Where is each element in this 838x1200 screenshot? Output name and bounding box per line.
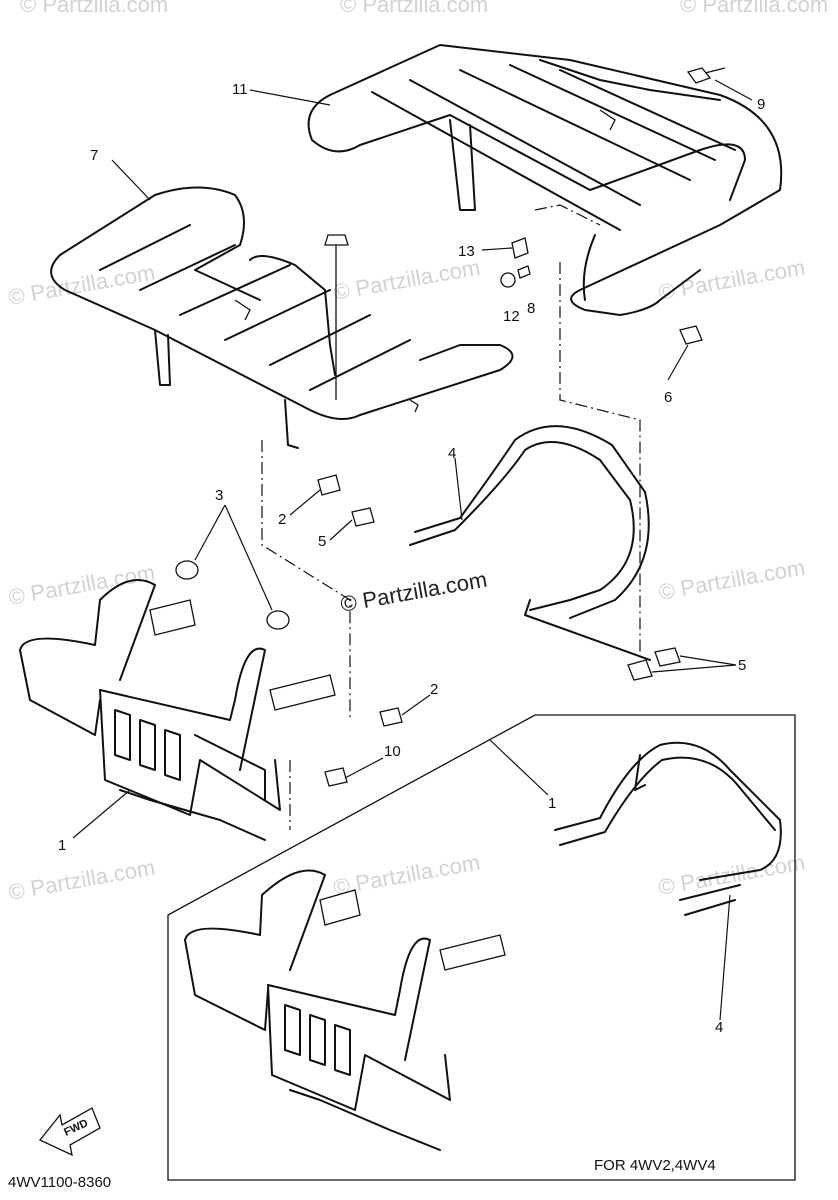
callout-2-lower: 2 bbox=[430, 681, 438, 698]
leader-lines bbox=[72, 79, 753, 1021]
watermark: © Partzilla.com bbox=[657, 555, 807, 605]
guard-bar-upper bbox=[409, 425, 651, 661]
watermark: © Partzilla.com bbox=[7, 260, 157, 310]
watermark: © Partzilla.com bbox=[340, 0, 488, 17]
small-parts bbox=[500, 237, 531, 288]
callout-7: 7 bbox=[90, 147, 98, 164]
watermark: © Partzilla.com bbox=[657, 255, 807, 305]
callout-8: 10 bbox=[384, 743, 401, 760]
callout-13: 13 bbox=[458, 243, 475, 260]
watermark: © Partzilla.com bbox=[680, 0, 828, 17]
variant-inset-border bbox=[167, 714, 796, 1181]
callout-5-left: 5 bbox=[318, 533, 326, 550]
callout-6: 6 bbox=[664, 389, 672, 406]
callout-1-inset: 1 bbox=[548, 795, 556, 812]
watermark-center: © Partzilla.com bbox=[339, 567, 489, 617]
callout-4-inset: 4 bbox=[715, 1019, 723, 1036]
callout-12: 12 bbox=[503, 308, 520, 325]
diagram-code: 4WV1100-8360 bbox=[8, 1174, 111, 1191]
callout-11: 9 bbox=[757, 96, 765, 113]
callout-9: 11 bbox=[232, 81, 248, 98]
carrier-bolt bbox=[324, 234, 349, 400]
callout-1-main: 1 bbox=[58, 837, 66, 854]
watermark: © Partzilla.com bbox=[332, 850, 482, 900]
front-carrier bbox=[50, 186, 514, 449]
rear-carrier bbox=[307, 44, 783, 316]
watermark: © Partzilla.com bbox=[7, 855, 157, 905]
fwd-arrow: FWD bbox=[38, 1107, 101, 1157]
variant-inset bbox=[167, 714, 796, 1181]
bolts bbox=[317, 67, 726, 787]
front-bumper bbox=[19, 579, 336, 841]
callout-5-right: 5 bbox=[738, 657, 746, 674]
callout-10: 8 bbox=[527, 300, 535, 317]
callout-4-upper: 4 bbox=[448, 445, 456, 462]
watermark: © Partzilla.com bbox=[7, 560, 157, 610]
variant-note: FOR 4WV2,4WV4 bbox=[594, 1157, 716, 1174]
callout-2-upper: 2 bbox=[278, 511, 286, 528]
callouts: 11 9 7 13 12 8 6 4 3 2 5 5 2 10 1 4 1 bbox=[58, 81, 765, 1036]
fwd-arrow-icon bbox=[38, 1107, 101, 1157]
collars bbox=[175, 560, 290, 630]
callout-3: 3 bbox=[215, 487, 223, 504]
watermark: © Partzilla.com bbox=[20, 0, 168, 17]
alignment-lines bbox=[261, 204, 641, 830]
watermark: © Partzilla.com bbox=[332, 255, 482, 305]
